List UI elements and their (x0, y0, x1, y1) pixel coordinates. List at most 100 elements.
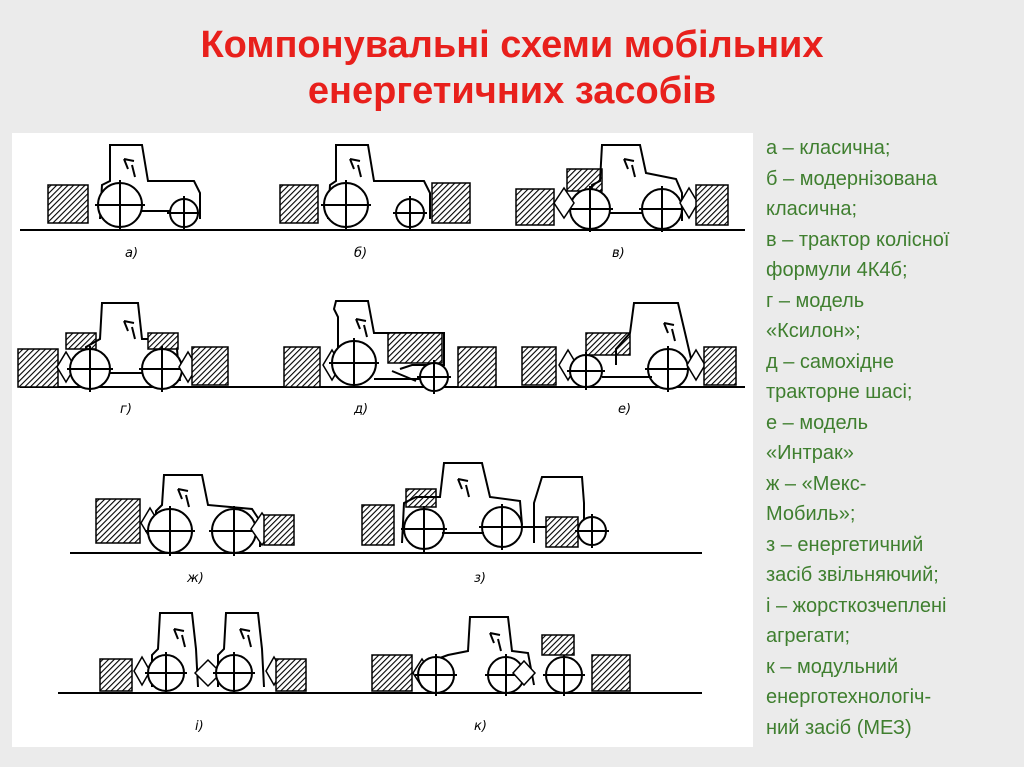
hatched-implement (457, 346, 497, 388)
seat-mark (173, 628, 186, 648)
frame-line (391, 370, 417, 382)
scheme-i (99, 612, 307, 694)
wheel-axle-cross (145, 506, 195, 556)
seat-mark (349, 158, 362, 178)
hatched-implement (703, 346, 737, 386)
scheme-k (371, 616, 631, 696)
tractor-body (151, 612, 199, 688)
hatched-implement (263, 514, 295, 546)
wheel-axle-cross (139, 346, 185, 392)
scheme-label-zh: ж) (186, 571, 204, 586)
wheel-axle-cross (209, 506, 259, 556)
wheel-axle-cross (393, 196, 427, 230)
scheme-label-g: г) (120, 402, 132, 417)
hitch-link (553, 186, 575, 220)
hatched-implement (191, 346, 229, 386)
wheel-axle-cross (415, 654, 457, 696)
scheme-label-b: б) (354, 246, 367, 261)
slide-title-line-2: енергетичних засобів (307, 70, 717, 112)
wheel-axle-cross (645, 346, 691, 392)
seat-mark (355, 318, 368, 338)
slide-title: Компонувальні схеми мобільних енергетичн… (0, 22, 1024, 114)
wheel-axle-cross (575, 514, 609, 548)
scheme-g (17, 302, 229, 392)
hatched-implement (47, 184, 89, 224)
wheel-axle-cross (417, 360, 451, 394)
tractor-body (155, 474, 261, 547)
seat-mark (239, 628, 252, 648)
legend-entry-g: г – модель «Ксилон»; (766, 289, 865, 343)
legend-entry-a: а – класична; (766, 137, 891, 159)
tractor-body (533, 476, 585, 543)
wheel-axle-cross (321, 180, 371, 230)
seat-mark (489, 632, 502, 652)
ground-lines (20, 229, 745, 694)
seat-mark (623, 158, 636, 178)
scheme-label-k: к) (474, 719, 487, 734)
wheel-axle-cross (639, 186, 685, 232)
wheel-axle-cross (67, 346, 113, 392)
legend-entry-v: в – трактор колісної формули 4К4б; (766, 228, 950, 282)
hatched-implement (566, 168, 603, 192)
scheme-label-e: е) (618, 402, 631, 417)
scheme-a (47, 144, 201, 230)
hatched-implement (545, 516, 579, 548)
scheme-d (283, 300, 497, 394)
hatched-implement (361, 504, 395, 546)
wheel-axle-cross (95, 180, 145, 230)
wheel-axle-cross (479, 504, 525, 550)
legend-entry-d: д – самохідне тракторне шасі; (766, 350, 913, 404)
scheme-label-a: а) (125, 246, 138, 261)
machine-schemes (17, 144, 737, 696)
layout-schemes-figure: а) б) в) г) д) е) ж) з) і) к) (12, 133, 753, 747)
hatched-implement (515, 188, 555, 226)
tractor-body (327, 144, 431, 220)
scheme-label-d: д) (353, 402, 368, 417)
hatched-implement (275, 658, 307, 692)
tractor-body (99, 144, 201, 220)
wheel-axle-cross (567, 352, 605, 390)
legend: а – класична; б – модернізована класична… (766, 133, 1016, 743)
seat-mark (177, 488, 190, 508)
hatched-implement (99, 658, 133, 692)
hatched-implement (283, 346, 321, 388)
seat-mark (123, 158, 136, 178)
hatched-implement (279, 184, 319, 224)
scheme-z (361, 462, 609, 552)
tractor-body (615, 302, 693, 365)
scheme-labels: а) б) в) г) д) е) ж) з) і) к) (120, 246, 631, 734)
hatched-implement (95, 498, 141, 544)
wheel-axle-cross (213, 652, 255, 694)
wheel-axle-cross (401, 506, 447, 552)
wheel-axle-cross (543, 654, 585, 696)
legend-entry-zh: ж – «Мекс- Мобиль»; (766, 472, 867, 526)
legend-entry-e: е – модель «Интрак» (766, 411, 869, 465)
seat-mark (457, 478, 470, 498)
hatched-implement (387, 332, 443, 364)
scheme-b (279, 144, 471, 230)
wheel-axle-cross (145, 652, 187, 694)
tractor-body (589, 144, 683, 222)
hatched-implement (521, 346, 557, 386)
seat-mark (663, 322, 676, 342)
hatched-implement (541, 634, 575, 656)
legend-entry-z: з – енергетичний засіб звільняючий; (766, 533, 939, 587)
scheme-e (521, 302, 737, 392)
hatched-implement (695, 184, 729, 226)
hitch-link (511, 659, 537, 687)
legend-entry-k: к – модульний енерготехнологіч- ний засі… (766, 655, 932, 739)
scheme-label-z: з) (474, 571, 486, 586)
hatched-implement (371, 654, 413, 692)
hatched-implement (65, 332, 97, 350)
slide-title-line-1: Компонувальні схеми мобільних (200, 24, 824, 66)
hatched-implement (431, 182, 471, 224)
scheme-label-i: і) (195, 719, 204, 734)
legend-entry-b: б – модернізована класична; (766, 167, 938, 221)
wheel-axle-cross (567, 186, 613, 232)
scheme-zh (95, 474, 295, 556)
hatched-implement (17, 348, 59, 388)
tractor-body (401, 462, 523, 544)
legend-entry-i: і – жорсткозчеплені агрегати; (766, 594, 947, 648)
scheme-label-v: в) (612, 246, 625, 261)
wheel-axle-cross (329, 338, 379, 388)
